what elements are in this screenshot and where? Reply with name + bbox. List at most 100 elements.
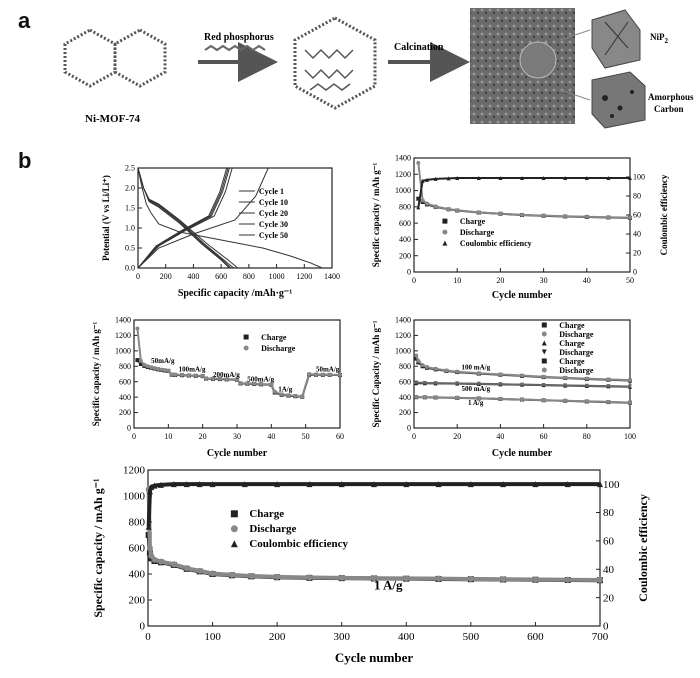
y2-tick-label: 100 bbox=[603, 479, 620, 491]
x-tick-label: 50 bbox=[626, 276, 634, 285]
marker-triangle bbox=[420, 178, 425, 183]
y2-tick-label: 40 bbox=[603, 564, 615, 576]
legend-entry: Cycle 20 bbox=[259, 209, 288, 218]
marker-circle bbox=[563, 214, 568, 219]
marker-triangle bbox=[416, 205, 421, 210]
series-line bbox=[137, 167, 269, 269]
series-coulombic-efficiency bbox=[145, 481, 603, 530]
marker-circle bbox=[420, 363, 425, 368]
y2-tick-label: 40 bbox=[633, 230, 641, 239]
series-discharge bbox=[414, 394, 632, 405]
marker-triangle bbox=[455, 175, 460, 180]
annotation-label: 500mA/g bbox=[247, 376, 274, 384]
x-tick-label: 200 bbox=[160, 272, 172, 281]
series-trace bbox=[416, 381, 631, 388]
mof-structure-image bbox=[63, 28, 167, 88]
marker-triangle bbox=[230, 540, 238, 548]
marker-circle bbox=[135, 326, 140, 331]
y-tick-label: 1000 bbox=[123, 491, 146, 503]
marker-triangle bbox=[597, 481, 603, 488]
marker-circle bbox=[628, 400, 632, 405]
marker-triangle bbox=[467, 481, 474, 488]
marker-circle bbox=[606, 399, 611, 404]
marker-circle bbox=[520, 373, 524, 378]
marker-triangle bbox=[145, 523, 152, 530]
x-tick-label: 0 bbox=[412, 276, 416, 285]
marker-circle bbox=[245, 381, 250, 386]
marker-circle bbox=[145, 364, 150, 369]
marker-circle bbox=[532, 576, 539, 583]
marker-circle bbox=[149, 365, 154, 370]
marker-circle bbox=[338, 372, 342, 377]
marker-circle bbox=[186, 373, 191, 378]
y-tick-label: 1200 bbox=[395, 170, 411, 179]
marker-triangle-down bbox=[606, 384, 611, 389]
x-tick-label: 40 bbox=[583, 276, 591, 285]
series-discharge bbox=[416, 160, 632, 220]
x-tick-label: 50 bbox=[302, 432, 310, 441]
marker-triangle bbox=[433, 176, 438, 181]
y-tick-label: 400 bbox=[119, 393, 131, 402]
marker-triangle bbox=[563, 175, 568, 180]
marker-circle bbox=[235, 377, 239, 382]
marker-triangle bbox=[520, 175, 524, 180]
legend-entry: Discharge bbox=[249, 523, 296, 535]
marker-circle bbox=[416, 358, 421, 363]
legend-entry: Coulombic efficiency bbox=[249, 538, 348, 550]
x-axis-label: Cycle number bbox=[492, 448, 553, 459]
marker-triangle bbox=[606, 175, 611, 180]
marker-circle bbox=[224, 377, 229, 382]
series-discharge bbox=[414, 353, 632, 383]
x-tick-label: 80 bbox=[583, 432, 591, 441]
marker-triangle bbox=[151, 482, 158, 489]
marker-circle bbox=[541, 213, 546, 218]
marker-triangle bbox=[500, 481, 507, 488]
marker-triangle bbox=[274, 481, 281, 488]
marker-circle bbox=[169, 372, 174, 377]
marker-triangle bbox=[541, 340, 547, 346]
marker-circle bbox=[476, 396, 481, 401]
plot-frame bbox=[137, 167, 333, 269]
marker-circle bbox=[584, 399, 589, 404]
x-tick-label: 0 bbox=[136, 272, 140, 281]
x-tick-label: 600 bbox=[215, 272, 227, 281]
marker-circle bbox=[238, 381, 243, 386]
marker-circle bbox=[476, 371, 481, 376]
y-axis-label: Specific capacity / mAh g⁻¹ bbox=[91, 478, 105, 618]
annotation-label: 1 A/g bbox=[468, 399, 484, 407]
marker-circle bbox=[327, 372, 332, 377]
nip2-crystal-image bbox=[591, 9, 641, 69]
y-axis-label: Specific capacity / mAh g⁻¹ bbox=[371, 162, 381, 267]
legend-entry: Charge bbox=[559, 321, 585, 330]
marker-square bbox=[541, 358, 547, 364]
marker-circle bbox=[424, 201, 429, 206]
marker-square bbox=[138, 361, 143, 366]
x-tick-label: 100 bbox=[624, 432, 636, 441]
marker-circle bbox=[200, 373, 205, 378]
marker-circle bbox=[433, 204, 438, 209]
series-discharge bbox=[145, 486, 603, 583]
series-line bbox=[137, 167, 228, 269]
series-trace bbox=[146, 489, 601, 582]
y2-axis-label: Coulombic efficiency bbox=[659, 174, 669, 255]
marker-triangle-down bbox=[414, 380, 419, 385]
marker-triangle-down bbox=[433, 381, 438, 386]
x-tick-label: 40 bbox=[267, 432, 275, 441]
marker-circle bbox=[541, 331, 547, 337]
marker-triangle-down bbox=[584, 383, 589, 388]
marker-triangle-down bbox=[455, 381, 460, 386]
marker-triangle-down bbox=[422, 380, 427, 385]
x-tick-label: 300 bbox=[333, 631, 350, 643]
marker-circle bbox=[156, 366, 161, 371]
y-tick-label: 0.0 bbox=[125, 264, 135, 273]
x-axis-label: Cycle number bbox=[207, 448, 268, 459]
marker-circle bbox=[180, 372, 185, 377]
marker-circle bbox=[209, 570, 216, 577]
x-tick-label: 30 bbox=[540, 276, 548, 285]
legend-entry: Discharge bbox=[261, 344, 296, 353]
legend-entry: Discharge bbox=[460, 228, 495, 237]
marker-triangle bbox=[241, 481, 248, 488]
x-axis-label: Cycle number bbox=[492, 290, 553, 301]
